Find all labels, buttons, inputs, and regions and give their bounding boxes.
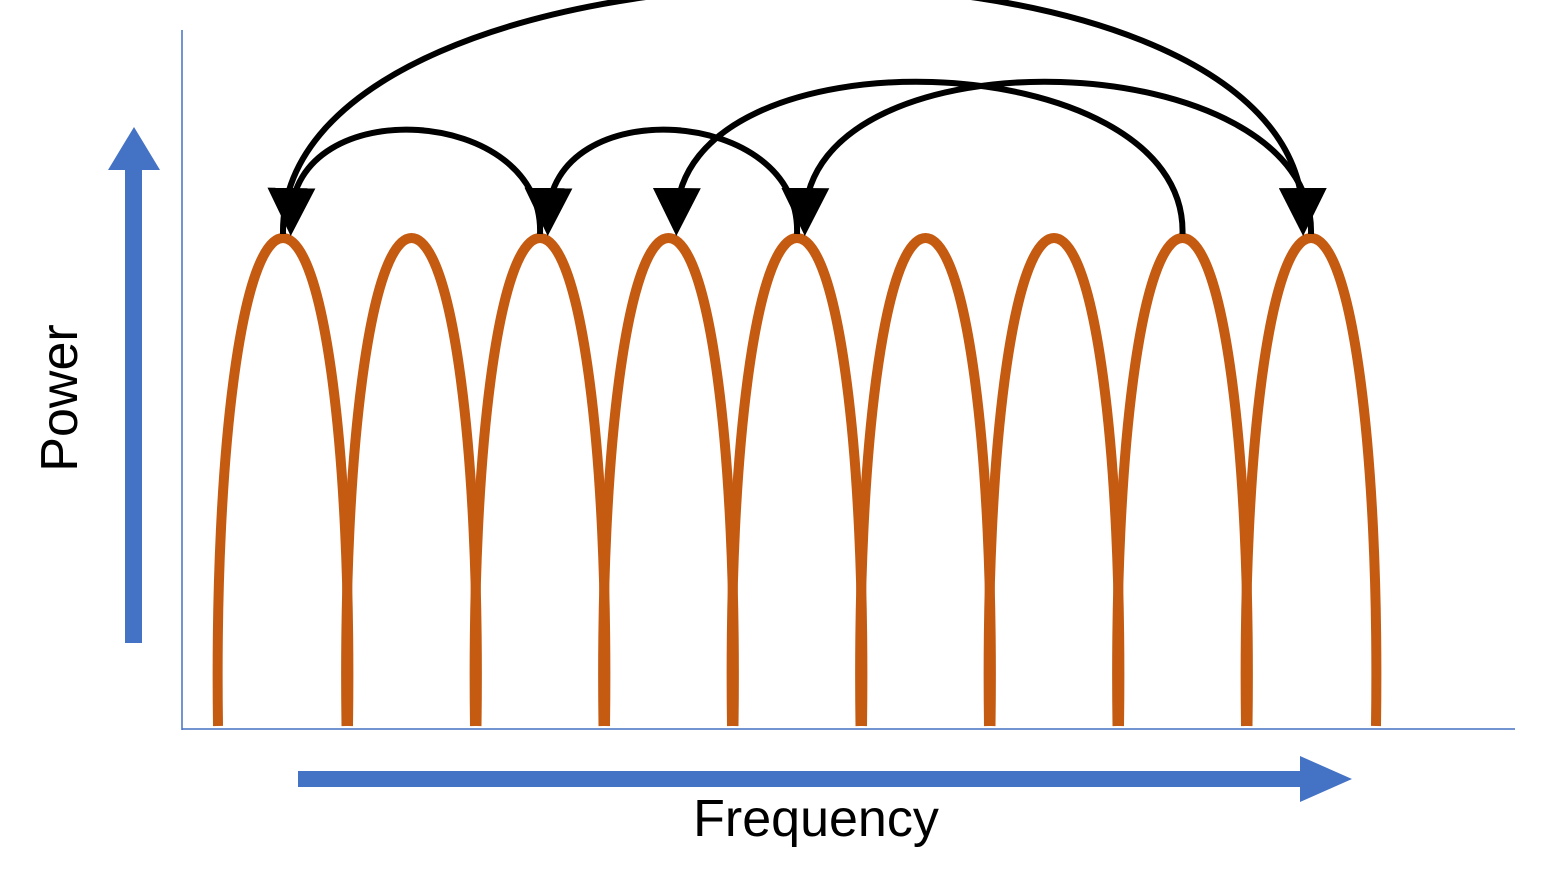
channel-lobe-5 bbox=[726, 232, 868, 727]
y-axis-label: Power bbox=[31, 324, 89, 471]
channel-lobe-1 bbox=[212, 232, 354, 727]
power-arrow bbox=[108, 127, 160, 643]
hop-arrows bbox=[267, 0, 1327, 236]
channel-lobe-6 bbox=[855, 232, 996, 727]
channel-lobe-9 bbox=[1240, 232, 1382, 727]
channel-lobes bbox=[212, 232, 1382, 727]
channel-lobe-4 bbox=[598, 232, 739, 727]
hop-arrow-1-to-9 bbox=[279, 0, 1327, 236]
channel-lobe-8 bbox=[1112, 232, 1253, 727]
hop-arrow-9-to-5 bbox=[781, 78, 1315, 236]
channel-lobe-2 bbox=[341, 232, 482, 727]
hop-arrow-5-to-3 bbox=[524, 126, 801, 236]
channel-lobe-3 bbox=[469, 232, 611, 727]
channel-lobe-7 bbox=[983, 232, 1125, 727]
x-axis-label: Frequency bbox=[693, 790, 939, 848]
hop-arrow-8-to-4 bbox=[652, 78, 1186, 236]
frequency-arrow bbox=[298, 756, 1352, 802]
hop-arrow-3-to-1 bbox=[267, 126, 544, 236]
